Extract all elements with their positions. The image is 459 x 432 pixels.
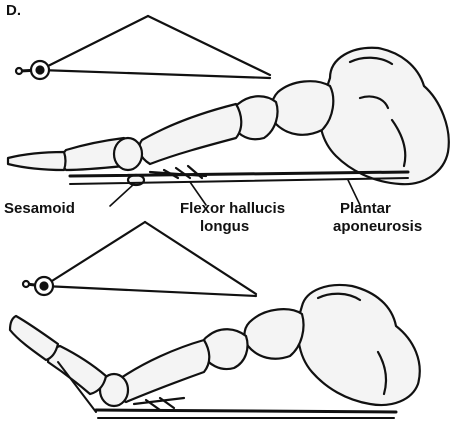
label-plantar-aponeurosis-line2: aponeurosis [333,218,422,235]
windlass-triangle-top [16,16,270,79]
label-flexor-hallucis-longus-line2: longus [200,218,249,235]
label-sesamoid: Sesamoid [4,200,75,217]
foot-bones-bottom [10,285,420,410]
foot-bones-top [8,48,449,185]
label-flexor-hallucis-longus-line1: Flexor hallucis [180,200,285,217]
panel-letter: D. [6,2,21,19]
plantar-aponeurosis-top [70,172,408,184]
label-plantar-aponeurosis-line1: Plantar [340,200,391,217]
